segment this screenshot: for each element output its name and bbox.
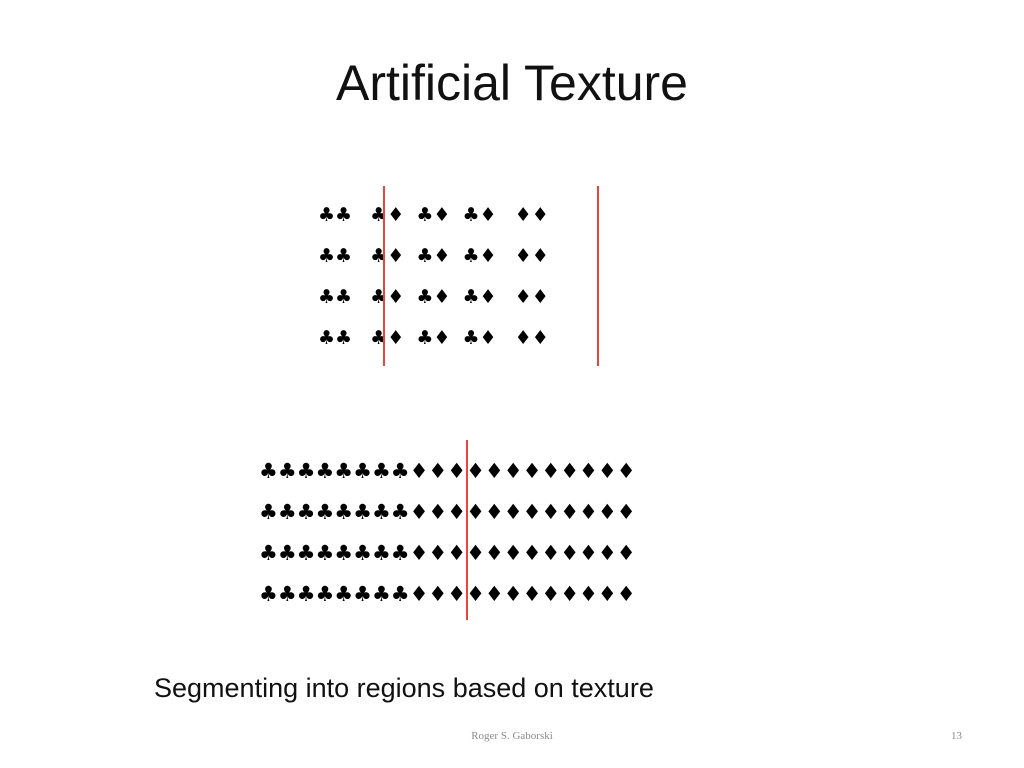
page-number: 13 xyxy=(951,730,962,742)
texture-row: ♣♣♣♣♣♣♣♣♦♦♦♦♦♦♦♦♦♦♦♦ xyxy=(259,500,636,524)
texture-row: ♣♣ ♣♦ ♣♦ ♣♦ ♦♦ xyxy=(318,286,549,308)
texture-row: ♣♣♣♣♣♣♣♣♦♦♦♦♦♦♦♦♦♦♦♦ xyxy=(259,459,636,483)
slide-caption: Segmenting into regions based on texture xyxy=(154,673,654,703)
region-divider-bottom xyxy=(466,440,468,620)
slide-title: Artificial Texture xyxy=(336,55,688,111)
texture-row: ♣♣ ♣♦ ♣♦ ♣♦ ♦♦ xyxy=(318,245,549,267)
region-divider-left xyxy=(383,186,385,366)
texture-grid-top: ♣♣ ♣♦ ♣♦ ♣♦ ♦♦ ♣♣ ♣♦ ♣♦ ♣♦ ♦♦ ♣♣ ♣♦ ♣♦ ♣… xyxy=(318,203,658,368)
texture-row: ♣♣ ♣♦ ♣♦ ♣♦ ♦♦ xyxy=(318,327,549,349)
texture-grid-bottom: ♣♣♣♣♣♣♣♣♦♦♦♦♦♦♦♦♦♦♦♦ ♣♣♣♣♣♣♣♣♦♦♦♦♦♦♦♦♦♦♦… xyxy=(259,458,749,620)
texture-row: ♣♣ ♣♦ ♣♦ ♣♦ ♦♦ xyxy=(318,204,549,226)
texture-row: ♣♣♣♣♣♣♣♣♦♦♦♦♦♦♦♦♦♦♦♦ xyxy=(259,541,636,565)
footer-author: Roger S. Gaborski xyxy=(471,730,553,742)
region-divider-right xyxy=(597,186,599,366)
texture-row: ♣♣♣♣♣♣♣♣♦♦♦♦♦♦♦♦♦♦♦♦ xyxy=(259,582,636,606)
